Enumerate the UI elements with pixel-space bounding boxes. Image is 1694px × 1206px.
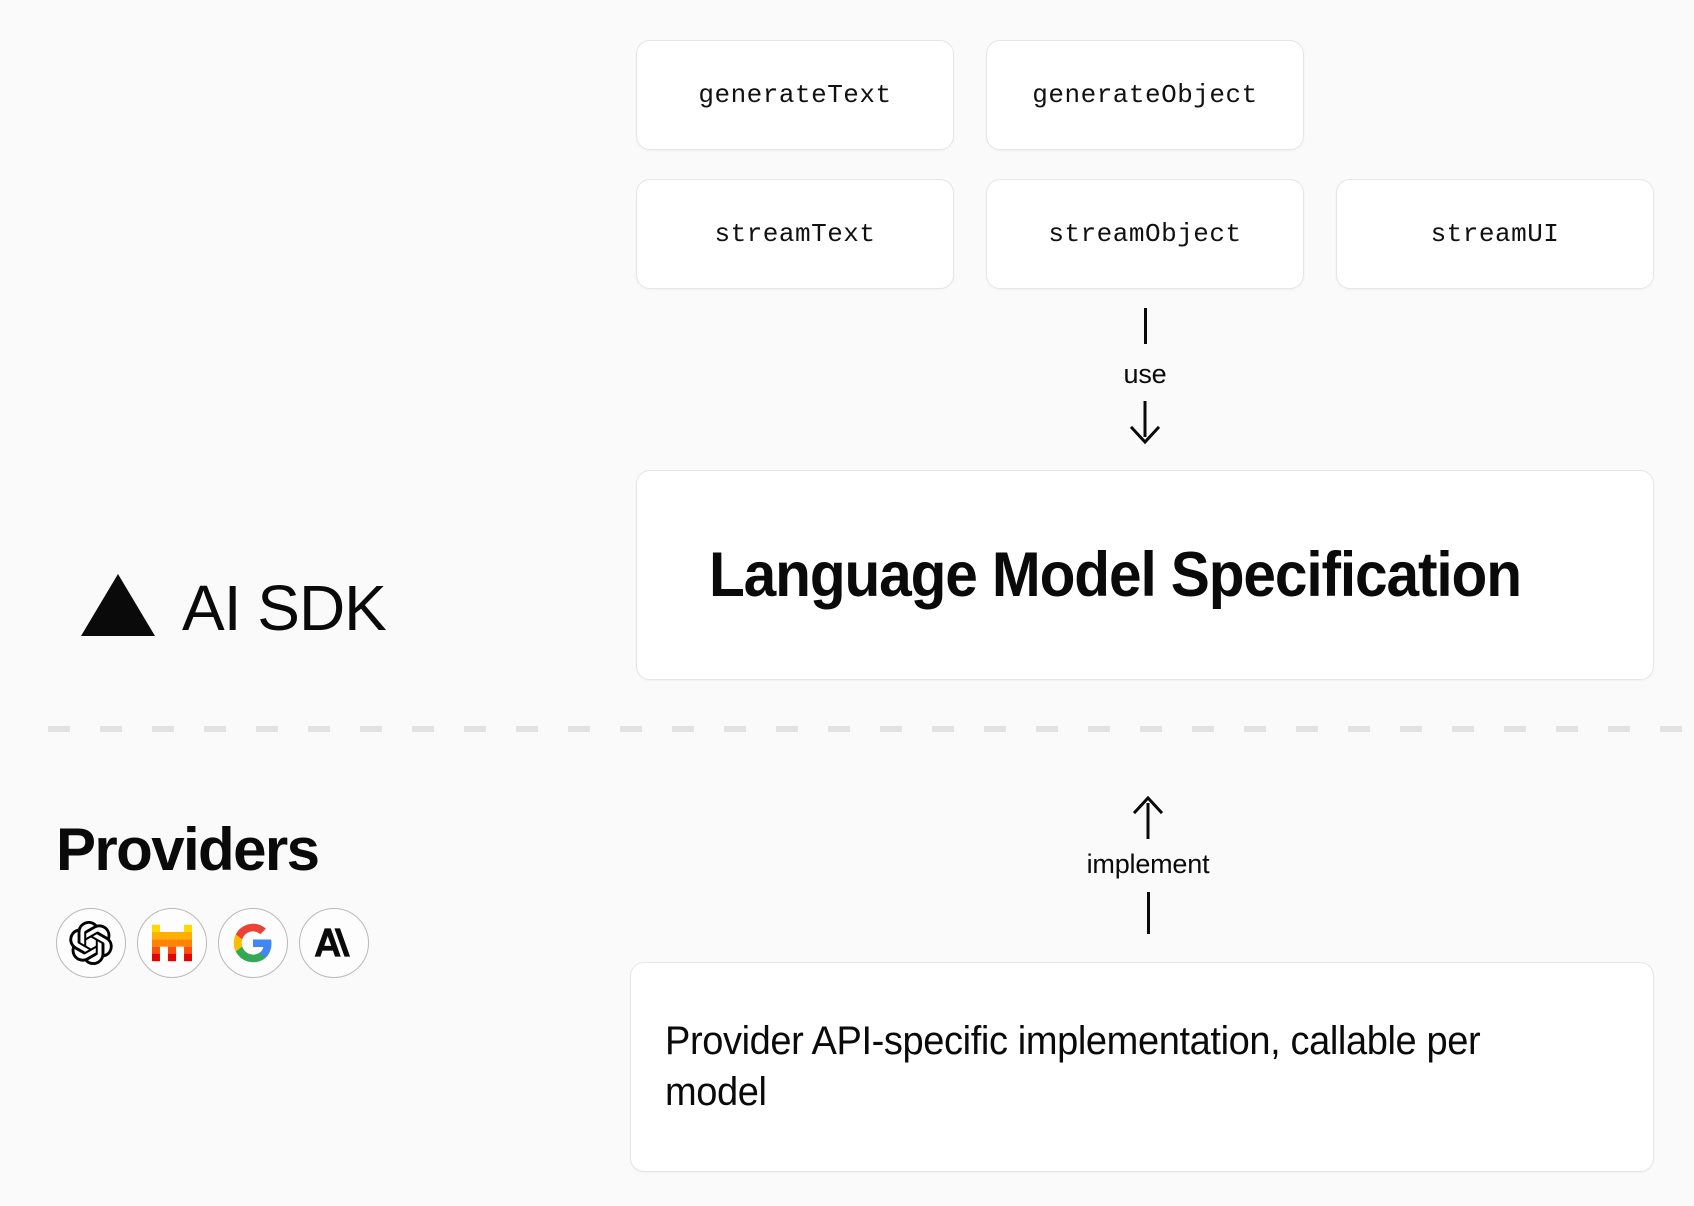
provider-implementation-text: Provider API-specific implementation, ca…: [665, 1018, 1481, 1114]
providers-layer-label: Providers: [56, 820, 369, 978]
function-label: streamObject: [1048, 219, 1242, 249]
provider-chip-google[interactable]: [218, 908, 288, 978]
connector-line-segment: [1146, 892, 1150, 934]
function-card-stream-ui[interactable]: streamUI: [1336, 179, 1654, 289]
google-icon: [232, 922, 274, 964]
providers-title: Providers: [56, 816, 320, 883]
function-card-generate-object[interactable]: generateObject: [986, 40, 1304, 150]
layer-divider: [48, 726, 1694, 732]
provider-chip-openai[interactable]: [56, 908, 126, 978]
language-model-specification-card[interactable]: Language Model Specification: [636, 470, 1654, 680]
provider-implementation-card[interactable]: Provider API-specific implementation, ca…: [630, 962, 1654, 1172]
vercel-triangle-logo-icon: [80, 572, 156, 643]
function-card-stream-object[interactable]: streamObject: [986, 179, 1304, 289]
function-card-stream-text[interactable]: streamText: [636, 179, 954, 289]
connector-implement: implement: [1038, 795, 1258, 934]
function-label: streamText: [714, 219, 876, 249]
function-label: generateText: [698, 80, 892, 110]
arrow-down-icon: [1128, 401, 1162, 445]
connector-label-use: use: [1123, 359, 1167, 389]
provider-chip-anthropic[interactable]: [299, 908, 369, 978]
arrow-up-icon: [1131, 795, 1165, 839]
function-card-generate-text[interactable]: generateText: [636, 40, 954, 150]
provider-chip-mistral[interactable]: [137, 908, 207, 978]
connector-use: use: [1055, 308, 1235, 445]
function-label: generateObject: [1032, 80, 1258, 110]
ai-sdk-layer-label: AI SDK: [80, 571, 387, 644]
spec-title: Language Model Specification: [709, 539, 1522, 610]
ai-sdk-label: AI SDK: [182, 571, 387, 644]
mistral-icon: [152, 923, 192, 963]
function-label: streamUI: [1430, 219, 1560, 249]
connector-label-implement: implement: [1086, 849, 1210, 879]
provider-icon-row: [56, 908, 369, 978]
openai-icon: [69, 921, 113, 965]
anthropic-icon: [313, 922, 355, 964]
connector-line-segment: [1143, 308, 1147, 344]
